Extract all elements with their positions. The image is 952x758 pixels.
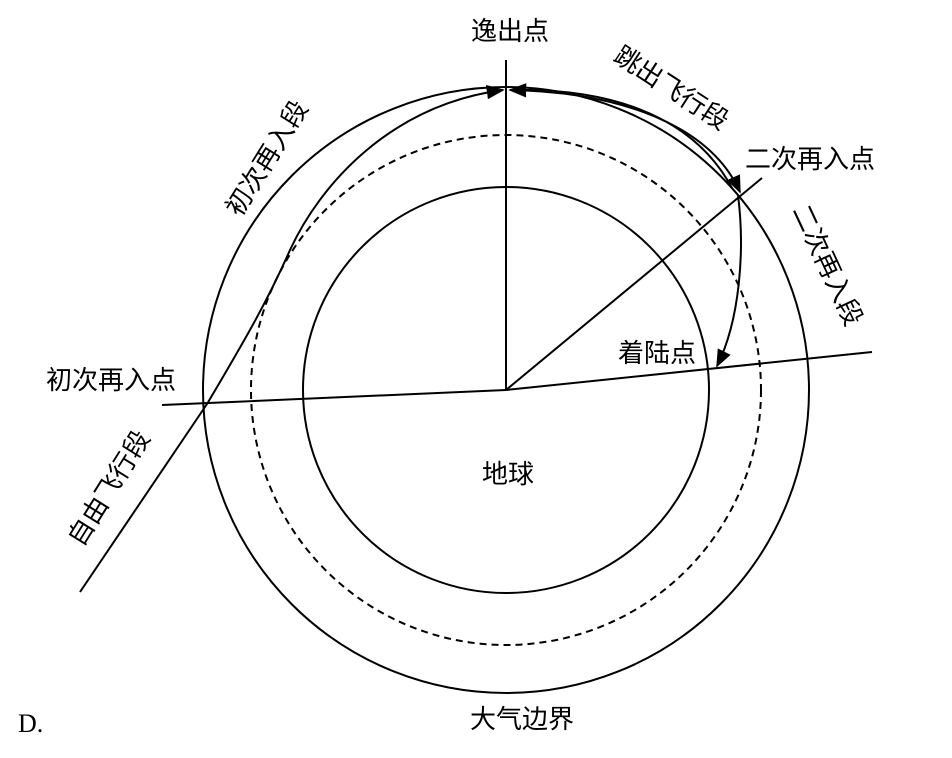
atmosphere-boundary-label: 大气边界 — [470, 705, 574, 735]
option-label: D. — [18, 709, 43, 738]
landing-point-label: 着陆点 — [618, 339, 696, 369]
exit-point-label: 逸出点 — [471, 17, 549, 47]
earth-label: 地球 — [482, 460, 534, 490]
skip-segment-label: 跳出飞行段 — [608, 41, 733, 137]
first-reentry-trajectory — [206, 85, 505, 405]
second-reentry-trajectory — [716, 194, 742, 368]
second-reentry-radial-line — [505, 177, 763, 391]
skip-flight-trajectory-inner — [509, 88, 733, 189]
first-reentry-radial-line — [161, 389, 507, 406]
landing-radial-line — [505, 351, 873, 391]
first-reentry-point-label: 初次再入点 — [46, 366, 176, 396]
second-reentry-point-label: 二次再入点 — [745, 145, 875, 175]
free-flight-segment-label: 自由飞行段 — [62, 426, 156, 552]
free-flight-trajectory — [79, 403, 208, 593]
